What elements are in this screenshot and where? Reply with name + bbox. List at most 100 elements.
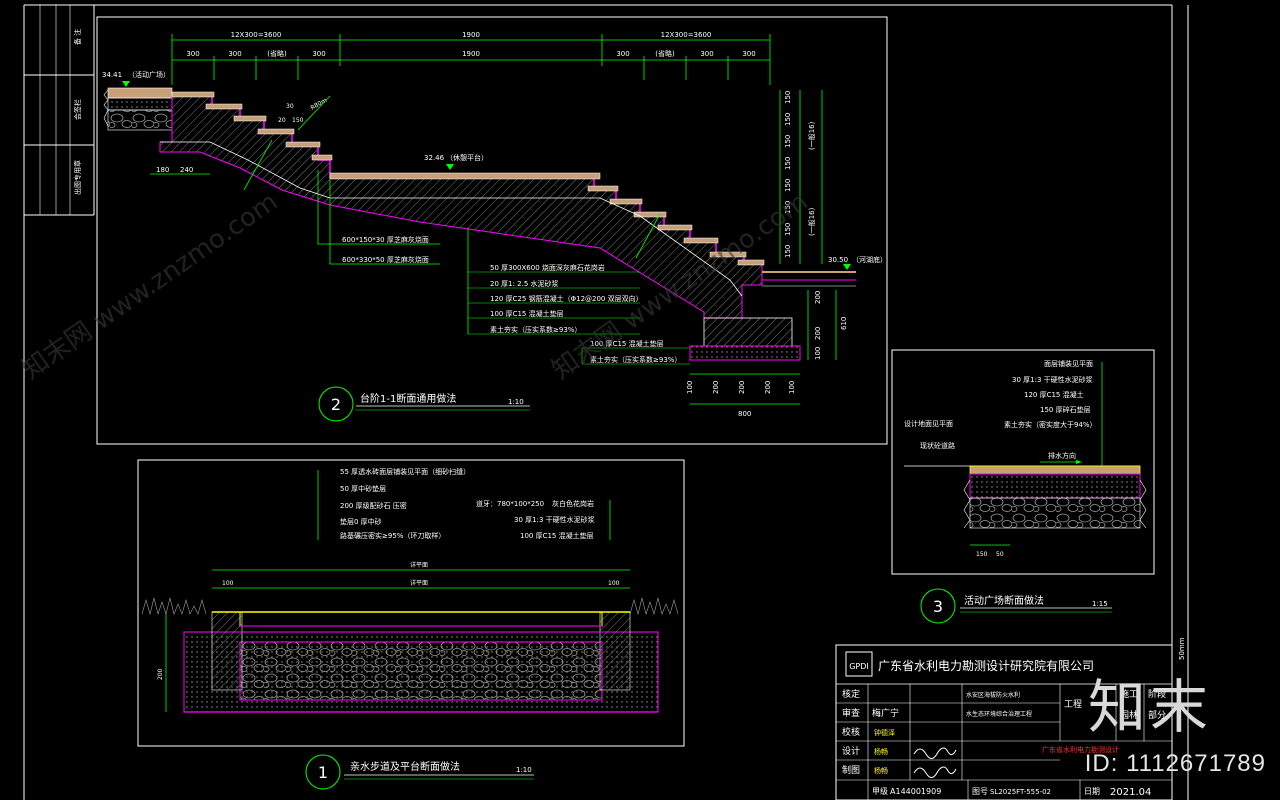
footer-row: 甲级 A144001909 图号 SL2025FT-555-02 日期 2021… bbox=[872, 786, 1151, 798]
company-logo: GPDI bbox=[845, 651, 873, 677]
svg-text:排水方向: 排水方向 bbox=[1048, 451, 1076, 460]
signatures bbox=[913, 747, 957, 778]
dim-second-2: 300 bbox=[228, 50, 241, 58]
layer-2: 20 厚1: 2.5 水泥砂浆 bbox=[490, 279, 559, 288]
section-title-3: 3 活动广场断面做法 1:15 bbox=[920, 588, 1112, 624]
dim-top-mid: 1900 bbox=[462, 31, 480, 39]
top-dimension-lines bbox=[171, 34, 771, 85]
svg-text:50: 50 bbox=[996, 551, 1004, 558]
dim-second-9: 300 bbox=[742, 50, 755, 58]
svg-text:日期: 日期 bbox=[1084, 787, 1100, 796]
svg-text:（河湖底）: （河湖底） bbox=[852, 255, 887, 264]
svg-text:150: 150 bbox=[784, 201, 792, 214]
watermark-logo: 知末 bbox=[1088, 673, 1213, 741]
svg-text:150: 150 bbox=[976, 551, 988, 558]
grass bbox=[141, 597, 679, 616]
svg-text:水安区海拔防火水利: 水安区海拔防火水利 bbox=[966, 691, 1020, 699]
svg-text:灰白色花岗岩: 灰白色花岗岩 bbox=[552, 499, 594, 508]
sidebar-label-countersign: 会签栏 bbox=[73, 99, 82, 120]
walkway-section-panel: 55 厚透水砖面层铺装见平面（细砂扫缝） 50 厚中砂垫层 200 厚级配砂石 … bbox=[137, 459, 685, 790]
finish-notes: 600*150*30 厚芝麻灰烧面 600*330*50 厚芝麻灰烧面 bbox=[317, 170, 440, 265]
dim-second-5: 1900 bbox=[462, 50, 480, 58]
svg-text:路基碾压密实≥95%（环刀取样）: 路基碾压密实≥95%（环刀取样） bbox=[340, 531, 445, 540]
right-vertical-dims: 150 150 150 150 150 150 150 150 (一般16) (… bbox=[779, 90, 823, 264]
sidebar-label-remarks: 备 注 bbox=[73, 29, 82, 45]
sidebar-labels: 备 注 会签栏 出图专用章 bbox=[73, 29, 82, 195]
svg-text:2021.04: 2021.04 bbox=[1110, 787, 1151, 798]
svg-text:(一般16): (一般16) bbox=[807, 121, 816, 150]
svg-text:部分: 部分 bbox=[1148, 709, 1166, 721]
footing-notes: 100 厚C15 混凝土垫层 素土夯实（压实系数≥93%） bbox=[581, 339, 690, 365]
section-number-3: 3 bbox=[933, 597, 943, 616]
svg-text:200: 200 bbox=[712, 381, 720, 394]
svg-text:园林: 园林 bbox=[1120, 709, 1138, 721]
svg-text:150: 150 bbox=[784, 91, 792, 104]
svg-text:梅广宁: 梅广宁 bbox=[872, 707, 899, 719]
svg-text:240: 240 bbox=[180, 166, 193, 174]
svg-text:55 厚透水砖面层铺装见平面（细砂扫缝）: 55 厚透水砖面层铺装见平面（细砂扫缝） bbox=[340, 467, 470, 476]
section-title-text-2: 台阶1-1断面通用做法 bbox=[360, 392, 456, 405]
title-block: GPDI 广东省水利电力勘测设计研究院有限公司 核定 审查 校核 设计 制图 梅… bbox=[835, 637, 1186, 800]
svg-text:素土夯实（压实系数≥93%）: 素土夯实（压实系数≥93%） bbox=[590, 355, 681, 364]
sidebar-label-stamp: 出图专用章 bbox=[73, 160, 82, 195]
svg-text:150 厚碎石垫层: 150 厚碎石垫层 bbox=[1040, 405, 1091, 414]
svg-text:30 厚1:3 干硬性水泥砂浆: 30 厚1:3 干硬性水泥砂浆 bbox=[514, 515, 595, 524]
svg-text:100: 100 bbox=[222, 580, 234, 587]
svg-text:知末网 www.znzmo.com: 知末网 www.znzmo.com bbox=[17, 187, 283, 386]
layer-notes: 50 厚300X600 烧面深灰麻石花岗岩 20 厚1: 2.5 水泥砂浆 12… bbox=[467, 228, 643, 335]
section-title-2: 2 台阶1-1断面通用做法 1:10 bbox=[318, 386, 530, 422]
svg-text:A144001909: A144001909 bbox=[890, 787, 941, 796]
dim-second-6: 300 bbox=[616, 50, 629, 58]
svg-text:100: 100 bbox=[814, 347, 822, 360]
left-plaza-ground bbox=[103, 87, 173, 131]
dim-top-right: 12X300=3600 bbox=[661, 31, 712, 39]
svg-text:150: 150 bbox=[784, 113, 792, 126]
svg-text:工程: 工程 bbox=[1064, 699, 1082, 710]
layer-1: 50 厚300X600 烧面深灰麻石花岗岩 bbox=[490, 263, 605, 272]
svg-text:100: 100 bbox=[608, 580, 620, 587]
svg-text:审查: 审查 bbox=[842, 707, 860, 719]
svg-text:水生态环境综合治理工程: 水生态环境综合治理工程 bbox=[966, 710, 1032, 718]
svg-text:120 厚C15 混凝土: 120 厚C15 混凝土 bbox=[1024, 390, 1084, 399]
approval-rows: 核定 审查 校核 设计 制图 梅广宁 钟德泽 杨畅 杨畅 bbox=[842, 688, 899, 776]
walkway-dims: 100 详平面 100 详平面 200 bbox=[157, 561, 630, 712]
walkway-structure bbox=[183, 611, 659, 713]
red-note: 广东省水利电力勘测设计 bbox=[1042, 745, 1119, 754]
section-number-1: 1 bbox=[318, 763, 328, 782]
sheet-size: 50mm bbox=[1178, 637, 1186, 660]
svg-text:150: 150 bbox=[784, 179, 792, 192]
section-title-1: 1 亲水步道及平台断面做法 1:10 bbox=[305, 754, 534, 790]
svg-text:150: 150 bbox=[292, 117, 304, 124]
svg-text:校核: 校核 bbox=[842, 726, 860, 738]
svg-text:30: 30 bbox=[286, 103, 294, 110]
layer-3: 120 厚C25 钢筋混凝土（Φ12@200 双层双向） bbox=[490, 294, 643, 303]
section-scale-1: 1:10 bbox=[516, 766, 532, 774]
section-title-text-3: 活动广场断面做法 bbox=[964, 594, 1044, 607]
svg-text:200: 200 bbox=[157, 668, 164, 680]
section-scale-2: 1:10 bbox=[508, 398, 524, 406]
svg-text:素土夯实（密实度大于94%）: 素土夯实（密实度大于94%） bbox=[1004, 420, 1097, 429]
svg-text:100: 100 bbox=[788, 381, 796, 394]
svg-text:180: 180 bbox=[156, 166, 169, 174]
walkway-notes: 55 厚透水砖面层铺装见平面（细砂扫缝） 50 厚中砂垫层 200 厚级配砂石 … bbox=[317, 467, 611, 540]
svg-text:钟德泽: 钟德泽 bbox=[874, 728, 895, 737]
svg-text:200: 200 bbox=[814, 327, 822, 340]
svg-text:详平面: 详平面 bbox=[410, 579, 428, 587]
svg-text:100: 100 bbox=[686, 381, 694, 394]
dim-second-1: 300 bbox=[186, 50, 199, 58]
elev-marker-right bbox=[843, 264, 851, 270]
footing-dims: 100 200 200 200 100 800 200 200 100 610 bbox=[686, 290, 848, 418]
svg-text:设计: 设计 bbox=[842, 745, 860, 757]
plaza-structure: 150 50 bbox=[904, 460, 1147, 558]
svg-text:610: 610 bbox=[840, 317, 848, 330]
svg-text:GPDI: GPDI bbox=[849, 662, 869, 671]
section-title-text-1: 亲水步道及平台断面做法 bbox=[350, 760, 460, 773]
small-dims: 30 20 150 R80m bbox=[278, 97, 328, 124]
svg-text:34.41: 34.41 bbox=[102, 71, 122, 79]
layer-5: 素土夯实（压实系数≥93%） bbox=[490, 325, 581, 334]
dim-top-left: 12X300=3600 bbox=[231, 31, 282, 39]
svg-text:（休憩平台）: （休憩平台） bbox=[446, 153, 488, 162]
svg-text:150: 150 bbox=[784, 157, 792, 170]
svg-text:SL2025FT-555-02: SL2025FT-555-02 bbox=[990, 788, 1051, 796]
